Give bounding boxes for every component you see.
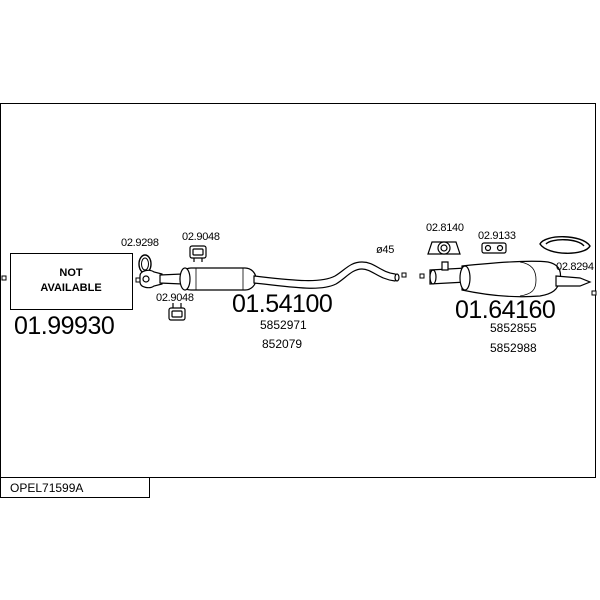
rubber-mount-rear-icon (481, 242, 507, 254)
rear-silencer-oem-1: 5852855 (490, 321, 537, 335)
rubber-mount-top-part-number[interactable]: 02.9048 (182, 231, 220, 243)
pipe-joint-mark-left (401, 272, 407, 278)
rear-silencer-oem-2: 5852988 (490, 341, 537, 355)
not-available-line-1: NOT (59, 267, 83, 279)
middle-silencer-oem-2: 852079 (262, 337, 303, 351)
hanger-ring-icon (427, 241, 461, 255)
front-pipe-part-number[interactable]: 01.99930 (14, 312, 115, 340)
rubber-strap-part-number[interactable]: 02.8294 (556, 261, 594, 273)
hanger-ring-part-number[interactable]: 02.8140 (426, 222, 464, 234)
rubber-mount-bottom-part-number[interactable]: 02.9048 (156, 292, 194, 304)
not-available-label: NOT AVAILABLE (12, 255, 130, 307)
right-connector-mark (591, 290, 597, 296)
rubber-mount-rear-part-number[interactable]: 02.9133 (478, 230, 516, 242)
left-connector-mark (1, 275, 7, 281)
rubber-mount-bottom-icon (168, 303, 186, 321)
front-pipe-box (10, 253, 133, 310)
middle-silencer-icon (139, 261, 400, 291)
rubber-mount-top-icon (189, 245, 207, 262)
rear-silencer-icon (429, 260, 592, 298)
rubber-strap-icon (539, 236, 591, 254)
not-available-line-2: AVAILABLE (40, 282, 102, 294)
pipe-diameter-label: ø45 (376, 244, 395, 256)
gasket-part-number[interactable]: 02.9298 (121, 237, 159, 249)
rear-silencer-part-number[interactable]: 01.64160 (455, 296, 556, 324)
middle-silencer-part-number[interactable]: 01.54100 (232, 290, 333, 318)
reference-code: OPEL71599A (10, 481, 84, 495)
pipe-joint-mark-right (419, 273, 425, 279)
reference-box (0, 477, 150, 498)
middle-silencer-oem-1: 5852971 (260, 318, 307, 332)
